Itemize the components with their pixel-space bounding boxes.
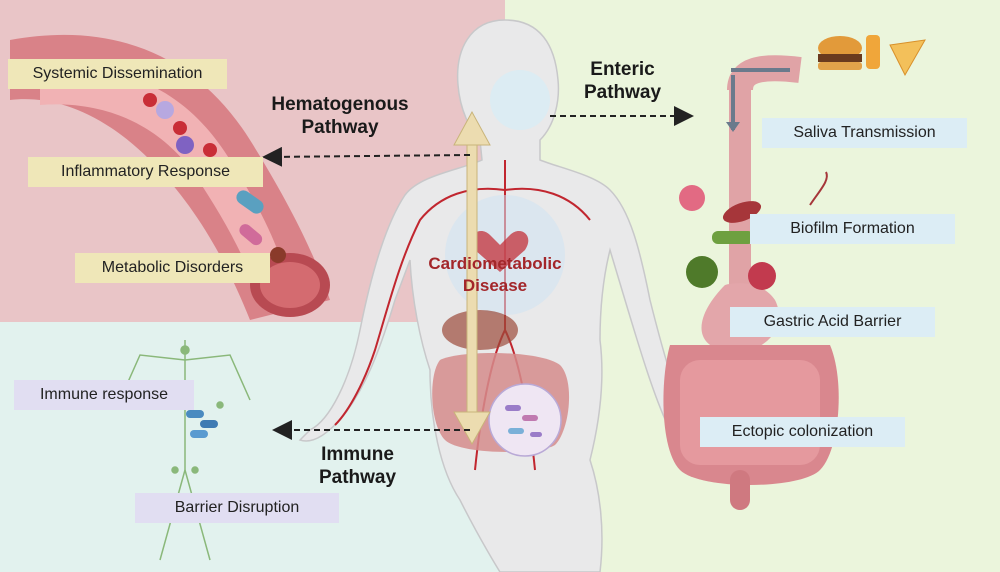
immune-pathway-title: Immune Pathway (305, 443, 410, 489)
immune-zone (0, 322, 505, 572)
label-systemic-dissemination: Systemic Dissemination (8, 59, 227, 89)
center-label: Cardiometabolic Disease (410, 253, 580, 297)
enteric-title-line2: Pathway (583, 82, 662, 103)
label-saliva-transmission: Saliva Transmission (762, 118, 967, 148)
label-ectopic-colonization: Ectopic colonization (700, 417, 905, 447)
oral-microbiome-highlight (490, 70, 550, 130)
hematogenous-title-line1: Hematogenous (271, 94, 409, 115)
liver-icon (442, 310, 518, 350)
enteric-pathway-title: Enteric Pathway (565, 58, 680, 104)
immune-title-line2: Pathway (318, 467, 397, 488)
immune-title-line1: Immune (321, 444, 394, 465)
center-label-line1: Cardiometabolic (428, 254, 562, 273)
label-barrier-disruption: Barrier Disruption (135, 493, 339, 523)
label-immune-response: Immune response (14, 380, 194, 410)
hematogenous-arrow (262, 146, 471, 167)
microbes-icon (679, 171, 828, 290)
gut-bacteria-icon (505, 405, 542, 437)
label-gastric-acid-barrier: Gastric Acid Barrier (730, 307, 935, 337)
hematogenous-pathway-title: Hematogenous Pathway (245, 93, 435, 139)
food-icon (818, 35, 926, 77)
label-biofilm-formation: Biofilm Formation (750, 214, 955, 244)
center-label-line2: Disease (462, 276, 528, 295)
label-inflammatory-response: Inflammatory Response (28, 157, 263, 187)
bacteria-icon (186, 410, 218, 438)
vertical-double-arrow (453, 110, 491, 446)
heart-icon (471, 230, 529, 272)
label-metabolic-disorders: Metabolic Disorders (75, 253, 270, 283)
enteric-title-line1: Enteric (590, 59, 655, 80)
hematogenous-title-line2: Pathway (301, 117, 379, 138)
